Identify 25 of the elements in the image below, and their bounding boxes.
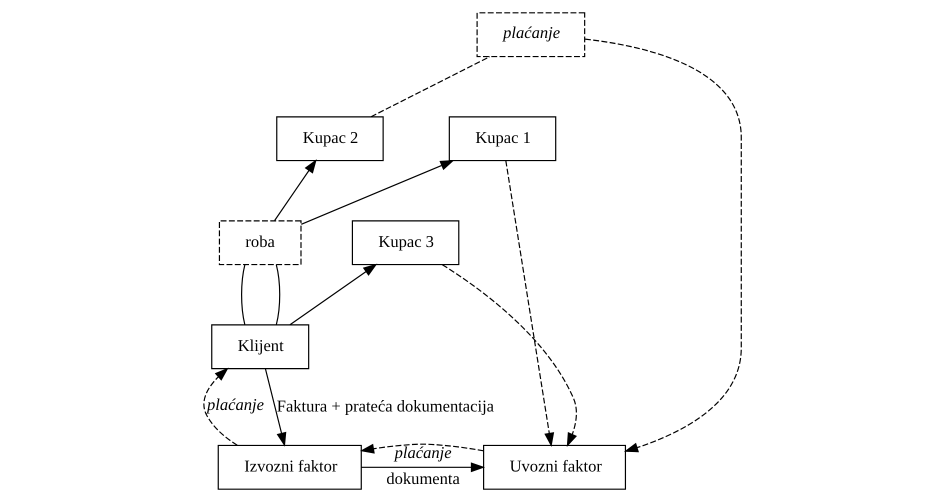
arrow [264, 368, 286, 447]
connector [370, 56, 490, 118]
node-box: Kupac 3 [351, 220, 459, 266]
edge-label: plaćanje [394, 443, 452, 462]
arrow [202, 368, 238, 446]
arrow [359, 444, 484, 454]
node-box: plaćanje [476, 12, 585, 58]
connector [275, 264, 280, 325]
edge-label: dokumenta [386, 469, 460, 488]
arrow [360, 462, 485, 472]
arrow [504, 160, 554, 447]
arrow [289, 264, 377, 326]
node-box: Klijent [210, 324, 309, 370]
arrow [274, 159, 316, 221]
edge-label: Faktura + prateća dokumentacija [276, 396, 494, 416]
arrow [442, 264, 576, 448]
connector [240, 264, 245, 325]
node-box: Kupac 1 [448, 116, 556, 162]
edge-label: plaćanje [206, 395, 264, 414]
node-box: Izvozni faktor [217, 444, 362, 490]
node-box: roba [218, 220, 302, 266]
node-box: Kupac 2 [276, 116, 384, 162]
node-box: Uvozni faktor [482, 444, 626, 490]
arrow [584, 38, 742, 452]
arrow [300, 160, 454, 225]
